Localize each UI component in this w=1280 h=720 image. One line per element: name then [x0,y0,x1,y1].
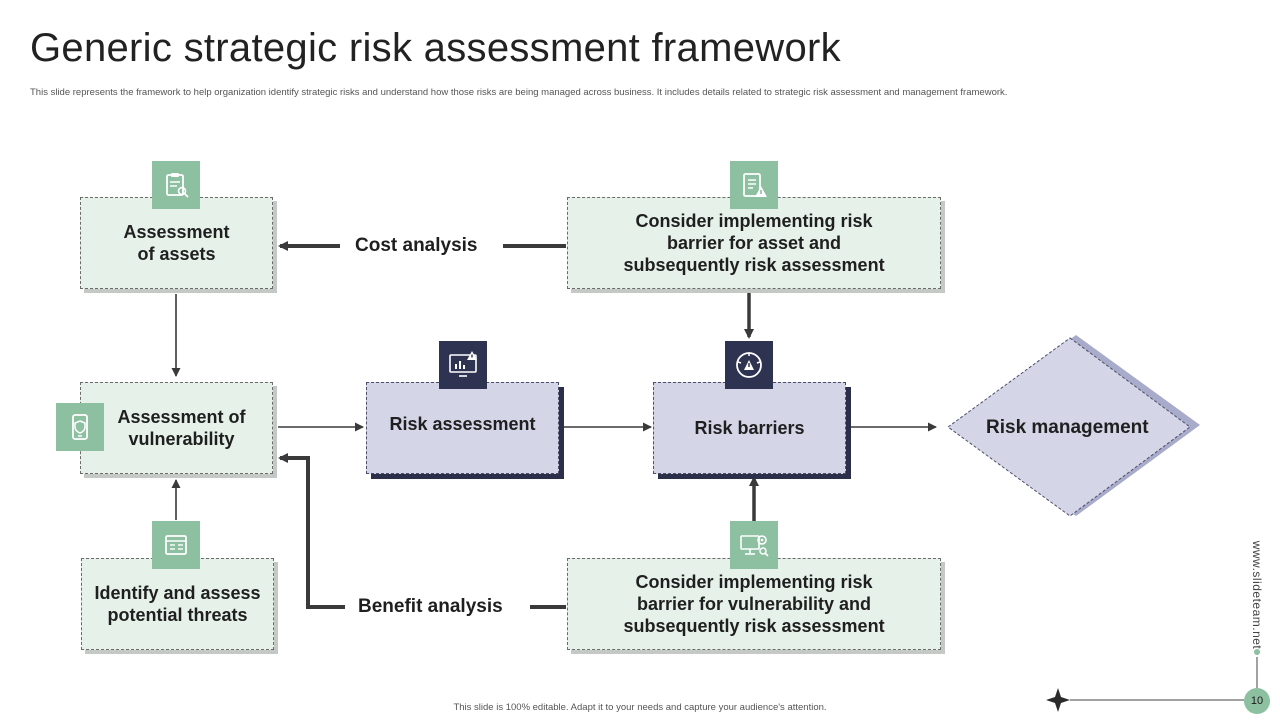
monitor-gear-icon [730,521,778,569]
page-subtitle: This slide represents the framework to h… [30,87,1008,98]
box-barrier-vulnerability-label: Consider implementing risk barrier for v… [623,572,885,636]
page-title: Generic strategic risk assessment framew… [30,26,841,70]
website-url: www.slideteam.net [1250,540,1264,650]
box-identify-threats-label: Identify and assess potential threats [94,583,261,625]
sparkle-icon [1046,688,1070,712]
box-assessment-of-vulnerability: Assessment of vulnerability [80,382,273,474]
clipboard-search-icon [152,161,200,209]
box-risk-assessment: Risk assessment [366,382,559,474]
box-barrier-vulnerability: Consider implementing risk barrier for v… [567,558,941,650]
arrow-benefit-to-vulnerability [278,453,345,609]
benefit-analysis-label: Benefit analysis [358,596,503,617]
box-risk-assessment-label: Risk assessment [389,414,536,434]
mobile-shield-icon [56,403,104,451]
box-risk-barriers-label: Risk barriers [694,418,805,438]
box-identify-threats: Identify and assess potential threats [81,558,274,650]
checklist-warning-icon [730,161,778,209]
chart-warning-icon [439,341,487,389]
box-barrier-asset-label: Consider implementing risk barrier for a… [623,211,885,275]
box-assessment-of-vulnerability-label: Assessment of vulnerability [117,407,246,449]
risk-management-label: Risk management [986,417,1149,438]
box-risk-barriers: Risk barriers [653,382,846,474]
box-barrier-asset: Consider implementing risk barrier for a… [567,197,941,289]
gauge-warning-icon [725,341,773,389]
page-number-badge: 10 [1244,688,1270,714]
risk-management-diamond [947,337,1191,517]
footer-note: This slide is 100% editable. Adapt it to… [453,702,827,713]
cost-analysis-label: Cost analysis [355,235,478,256]
document-list-icon [152,521,200,569]
box-assessment-of-assets-label: Assessment of assets [123,222,230,264]
accent-dot [1254,649,1260,655]
